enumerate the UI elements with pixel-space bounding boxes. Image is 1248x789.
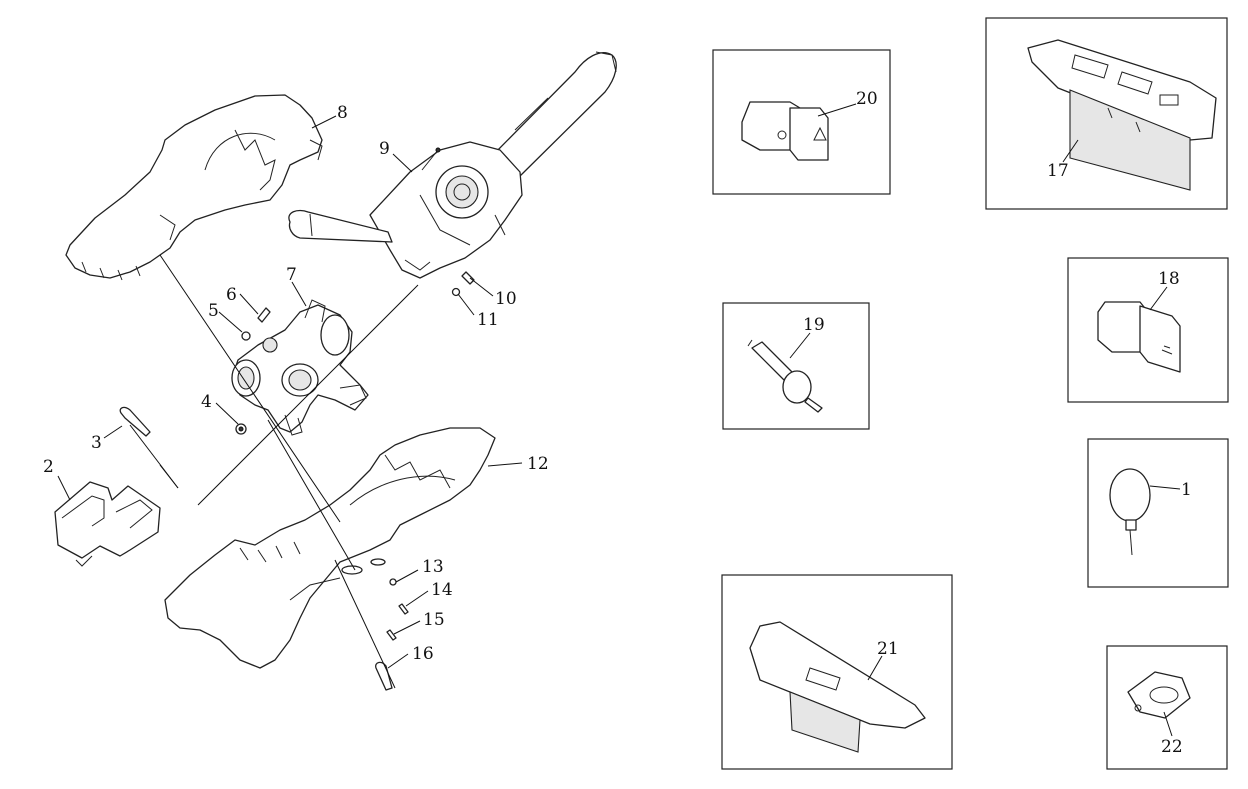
callout-8: 8 bbox=[337, 103, 348, 123]
callout-20: 20 bbox=[856, 89, 878, 109]
ignition-lock-assembly bbox=[231, 299, 369, 436]
callout-12: 12 bbox=[527, 454, 549, 474]
callout-17: 17 bbox=[1047, 161, 1069, 181]
panel-window-switch-master bbox=[985, 17, 1228, 210]
callout-5: 5 bbox=[208, 301, 219, 321]
panel-fog-lamp-switch bbox=[1067, 257, 1229, 403]
screw-10 bbox=[461, 271, 475, 285]
panel-cable-tie bbox=[1087, 438, 1229, 588]
nut-4 bbox=[235, 423, 247, 435]
washer-13 bbox=[389, 578, 397, 586]
washer-5 bbox=[241, 331, 251, 341]
panel-hazard-switch bbox=[712, 49, 891, 195]
screw-6 bbox=[257, 307, 271, 323]
bolt-3 bbox=[119, 406, 151, 437]
callout-2: 2 bbox=[43, 457, 54, 477]
panel-mode-switch bbox=[1106, 645, 1228, 770]
callout-labels: 1 2 3 4 5 6 7 8 9 10 11 12 13 14 15 16 1… bbox=[43, 89, 1192, 757]
panel-sender-unit bbox=[722, 302, 870, 430]
callout-22: 22 bbox=[1161, 737, 1183, 757]
callout-13: 13 bbox=[422, 557, 444, 577]
callout-9: 9 bbox=[379, 139, 390, 159]
panel-window-switch-single bbox=[721, 574, 953, 770]
upper-column-shroud bbox=[65, 94, 323, 281]
callout-10: 10 bbox=[495, 289, 517, 309]
callout-11: 11 bbox=[477, 310, 499, 330]
callout-6: 6 bbox=[226, 285, 237, 305]
callout-1: 1 bbox=[1181, 480, 1192, 500]
washer-11 bbox=[451, 287, 461, 297]
callout-3: 3 bbox=[91, 433, 102, 453]
callout-14: 14 bbox=[431, 580, 453, 600]
bracket-2 bbox=[54, 481, 161, 567]
callout-16: 16 bbox=[412, 644, 434, 664]
screw-14 bbox=[398, 603, 409, 615]
assembly-guide-lines bbox=[129, 254, 419, 689]
combination-switch bbox=[288, 51, 617, 279]
callout-19: 19 bbox=[803, 315, 825, 335]
lower-column-shroud bbox=[164, 427, 496, 669]
callout-7: 7 bbox=[286, 265, 297, 285]
callout-4: 4 bbox=[201, 392, 212, 412]
bolt-16 bbox=[375, 661, 393, 691]
callout-18: 18 bbox=[1158, 269, 1180, 289]
callout-15: 15 bbox=[423, 610, 445, 630]
screw-15 bbox=[386, 629, 397, 641]
callout-21: 21 bbox=[877, 639, 899, 659]
callout-leaders bbox=[57, 103, 1181, 737]
